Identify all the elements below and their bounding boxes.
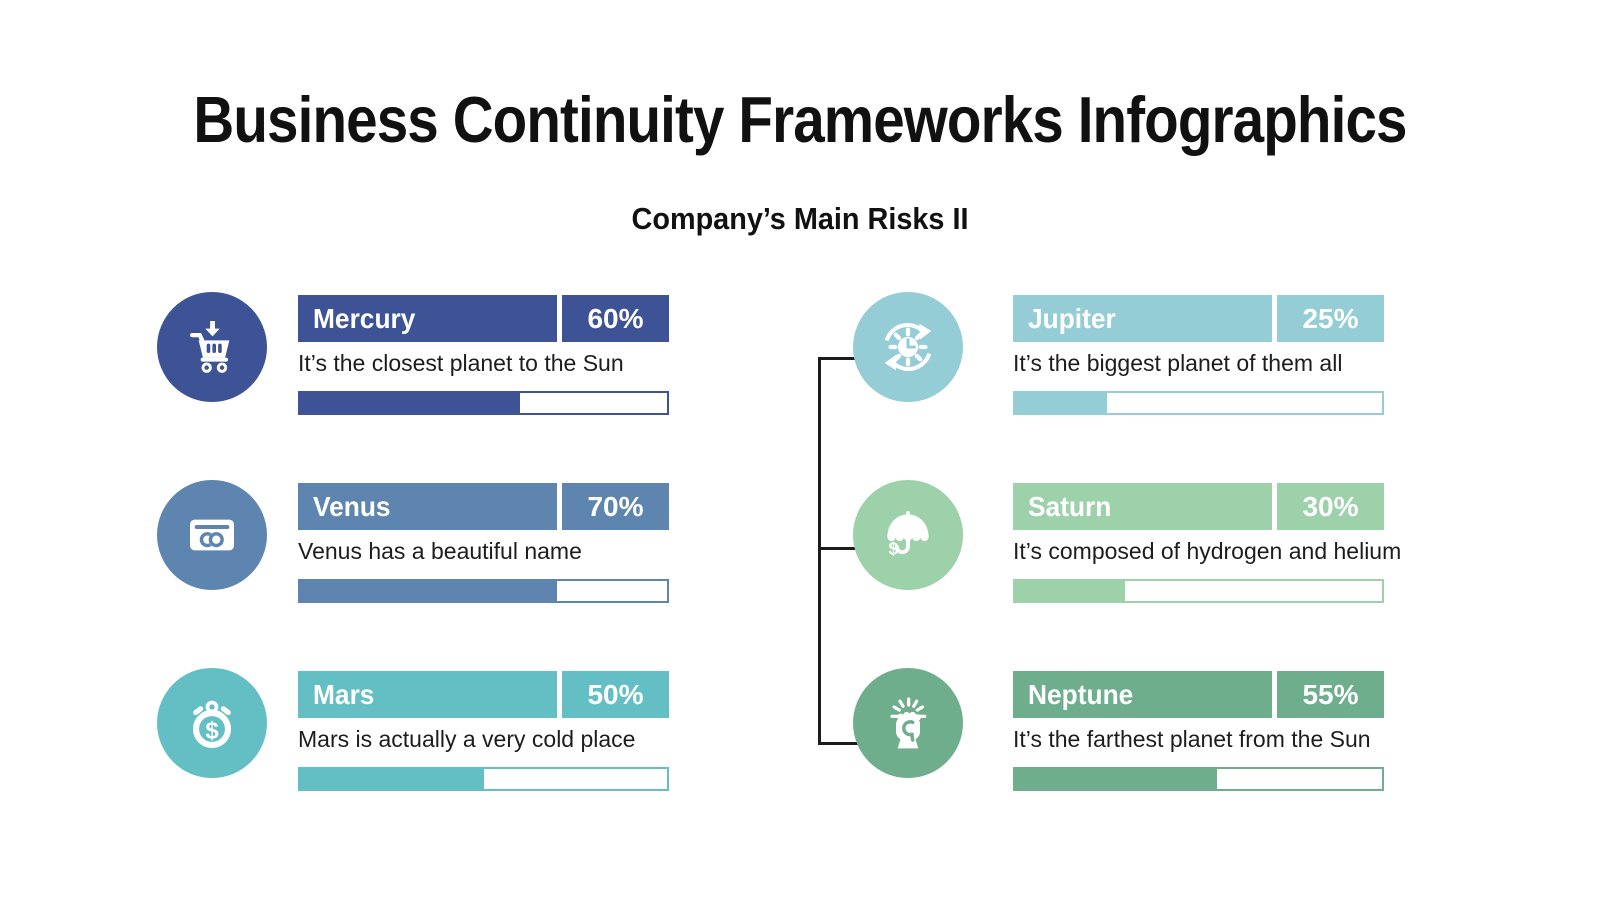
- jupiter-icon-badge: [853, 292, 963, 402]
- item-percent: 60%: [587, 302, 644, 334]
- connector-branch-jupiter: [818, 357, 874, 360]
- jupiter-header-bar: Jupiter 25%: [1013, 295, 1384, 342]
- saturn-header-bar: Saturn 30%: [1013, 483, 1384, 530]
- mars-icon-badge: $: [157, 668, 267, 778]
- list-item-mars: $ Mars 50% Mars is actually a very cold …: [157, 668, 717, 794]
- connector-branch-neptune: [818, 742, 874, 745]
- list-item-jupiter: Jupiter 25% It’s the biggest planet of t…: [853, 292, 1413, 418]
- list-item-neptune: Neptune 55% It’s the farthest planet fro…: [853, 668, 1413, 794]
- item-percent: 55%: [1302, 678, 1359, 710]
- venus-icon-badge: [157, 480, 267, 590]
- list-item-mercury: Mercury 60% It’s the closest planet to t…: [157, 292, 717, 418]
- mercury-progress-bar: [298, 391, 669, 415]
- item-percent: 25%: [1302, 302, 1359, 334]
- item-percent: 70%: [587, 490, 644, 522]
- item-description: It’s composed of hydrogen and helium: [1013, 538, 1402, 564]
- item-name: Mercury: [313, 302, 416, 334]
- cart-download-icon: [190, 321, 230, 373]
- item-name: Mars: [313, 678, 375, 710]
- mercury-header-bar: Mercury 60%: [298, 295, 669, 342]
- item-percent: 50%: [587, 678, 644, 710]
- venus-progress-bar: [298, 579, 669, 603]
- list-item-saturn: $ Saturn 30% It’s composed of hydrogen a…: [853, 480, 1413, 606]
- svg-text:$: $: [889, 538, 899, 558]
- item-percent: 30%: [1302, 490, 1359, 522]
- page-title: Business Continuity Frameworks Infograph…: [193, 83, 1407, 156]
- mars-progress-bar: [298, 767, 669, 791]
- clock-refresh-icon: [884, 323, 932, 371]
- item-name: Venus: [313, 490, 391, 522]
- fist-rays-icon: [890, 697, 927, 749]
- progress-fill: [300, 581, 557, 601]
- svg-text:$: $: [205, 717, 219, 744]
- item-description: Mars is actually a very cold place: [298, 726, 636, 752]
- page-subtitle: Company’s Main Risks II: [631, 201, 969, 236]
- connector-vertical-line: [818, 357, 821, 745]
- neptune-header-bar: Neptune 55%: [1013, 671, 1384, 718]
- credit-card-icon: [190, 519, 234, 551]
- saturn-progress-bar: [1013, 579, 1384, 603]
- neptune-progress-bar: [1013, 767, 1384, 791]
- mars-header-bar: Mars 50%: [298, 671, 669, 718]
- item-description: Venus has a beautiful name: [298, 538, 582, 564]
- item-description: It’s the farthest planet from the Sun: [1013, 726, 1371, 752]
- item-description: It’s the biggest planet of them all: [1013, 350, 1343, 376]
- item-description: It’s the closest planet to the Sun: [298, 350, 624, 376]
- progress-fill: [1015, 393, 1107, 413]
- jupiter-progress-bar: [1013, 391, 1384, 415]
- money-stopwatch-icon: $: [192, 700, 232, 749]
- mercury-icon-badge: [157, 292, 267, 402]
- progress-fill: [1015, 769, 1217, 789]
- item-name: Saturn: [1028, 490, 1112, 522]
- list-item-venus: Venus 70% Venus has a beautiful name: [157, 480, 717, 606]
- item-name: Jupiter: [1028, 302, 1116, 334]
- neptune-icon-badge: [853, 668, 963, 778]
- venus-header-bar: Venus 70%: [298, 483, 669, 530]
- connector-branch-saturn: [818, 547, 874, 550]
- item-name: Neptune: [1028, 678, 1134, 710]
- progress-fill: [300, 769, 484, 789]
- umbrella-dollar-icon: $: [887, 511, 929, 558]
- saturn-icon-badge: $: [853, 480, 963, 590]
- progress-fill: [1015, 581, 1126, 601]
- progress-fill: [300, 393, 521, 413]
